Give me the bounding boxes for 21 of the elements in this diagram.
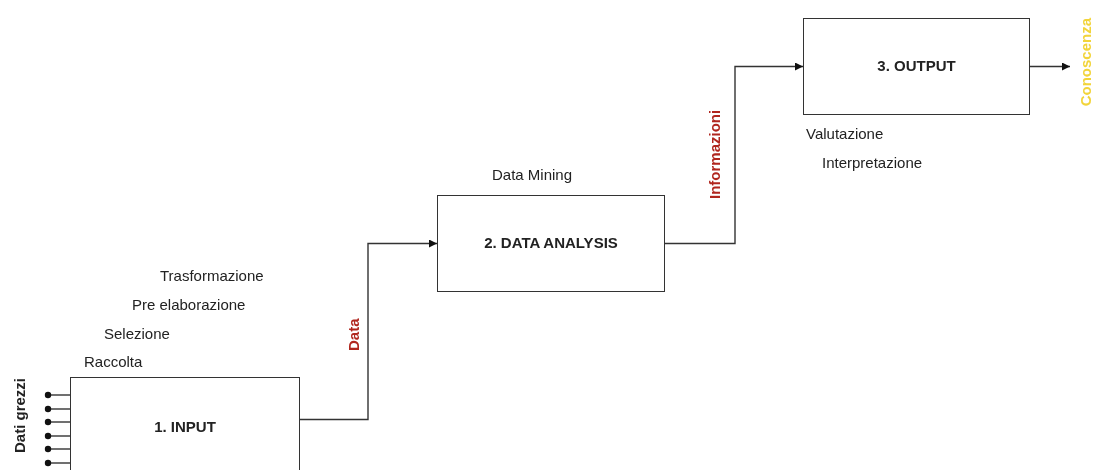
arrow [299, 239, 438, 421]
input-line [44, 418, 71, 426]
process-box: 1. INPUT [70, 377, 300, 470]
step-label: Valutazione [806, 124, 884, 144]
process-box: 2. DATA ANALYSIS [437, 195, 665, 292]
step-label: Interpretazione [822, 153, 923, 173]
step-label: Pre elaborazione [132, 295, 246, 315]
process-box: 3. OUTPUT [803, 18, 1030, 115]
input-group-label: Dati grezzi [10, 378, 29, 453]
input-line [44, 432, 71, 440]
input-line [44, 405, 71, 413]
step-label: Raccolta [84, 352, 143, 372]
arrow [664, 62, 804, 245]
step-label: Selezione [104, 324, 170, 344]
input-line [44, 445, 71, 453]
output-label: Conoscenza [1076, 4, 1096, 120]
arrow [1029, 62, 1071, 71]
step-label: Trasformazione [160, 266, 264, 286]
input-line [44, 391, 71, 399]
step-label: Data Mining [492, 165, 573, 185]
input-line [44, 459, 71, 467]
